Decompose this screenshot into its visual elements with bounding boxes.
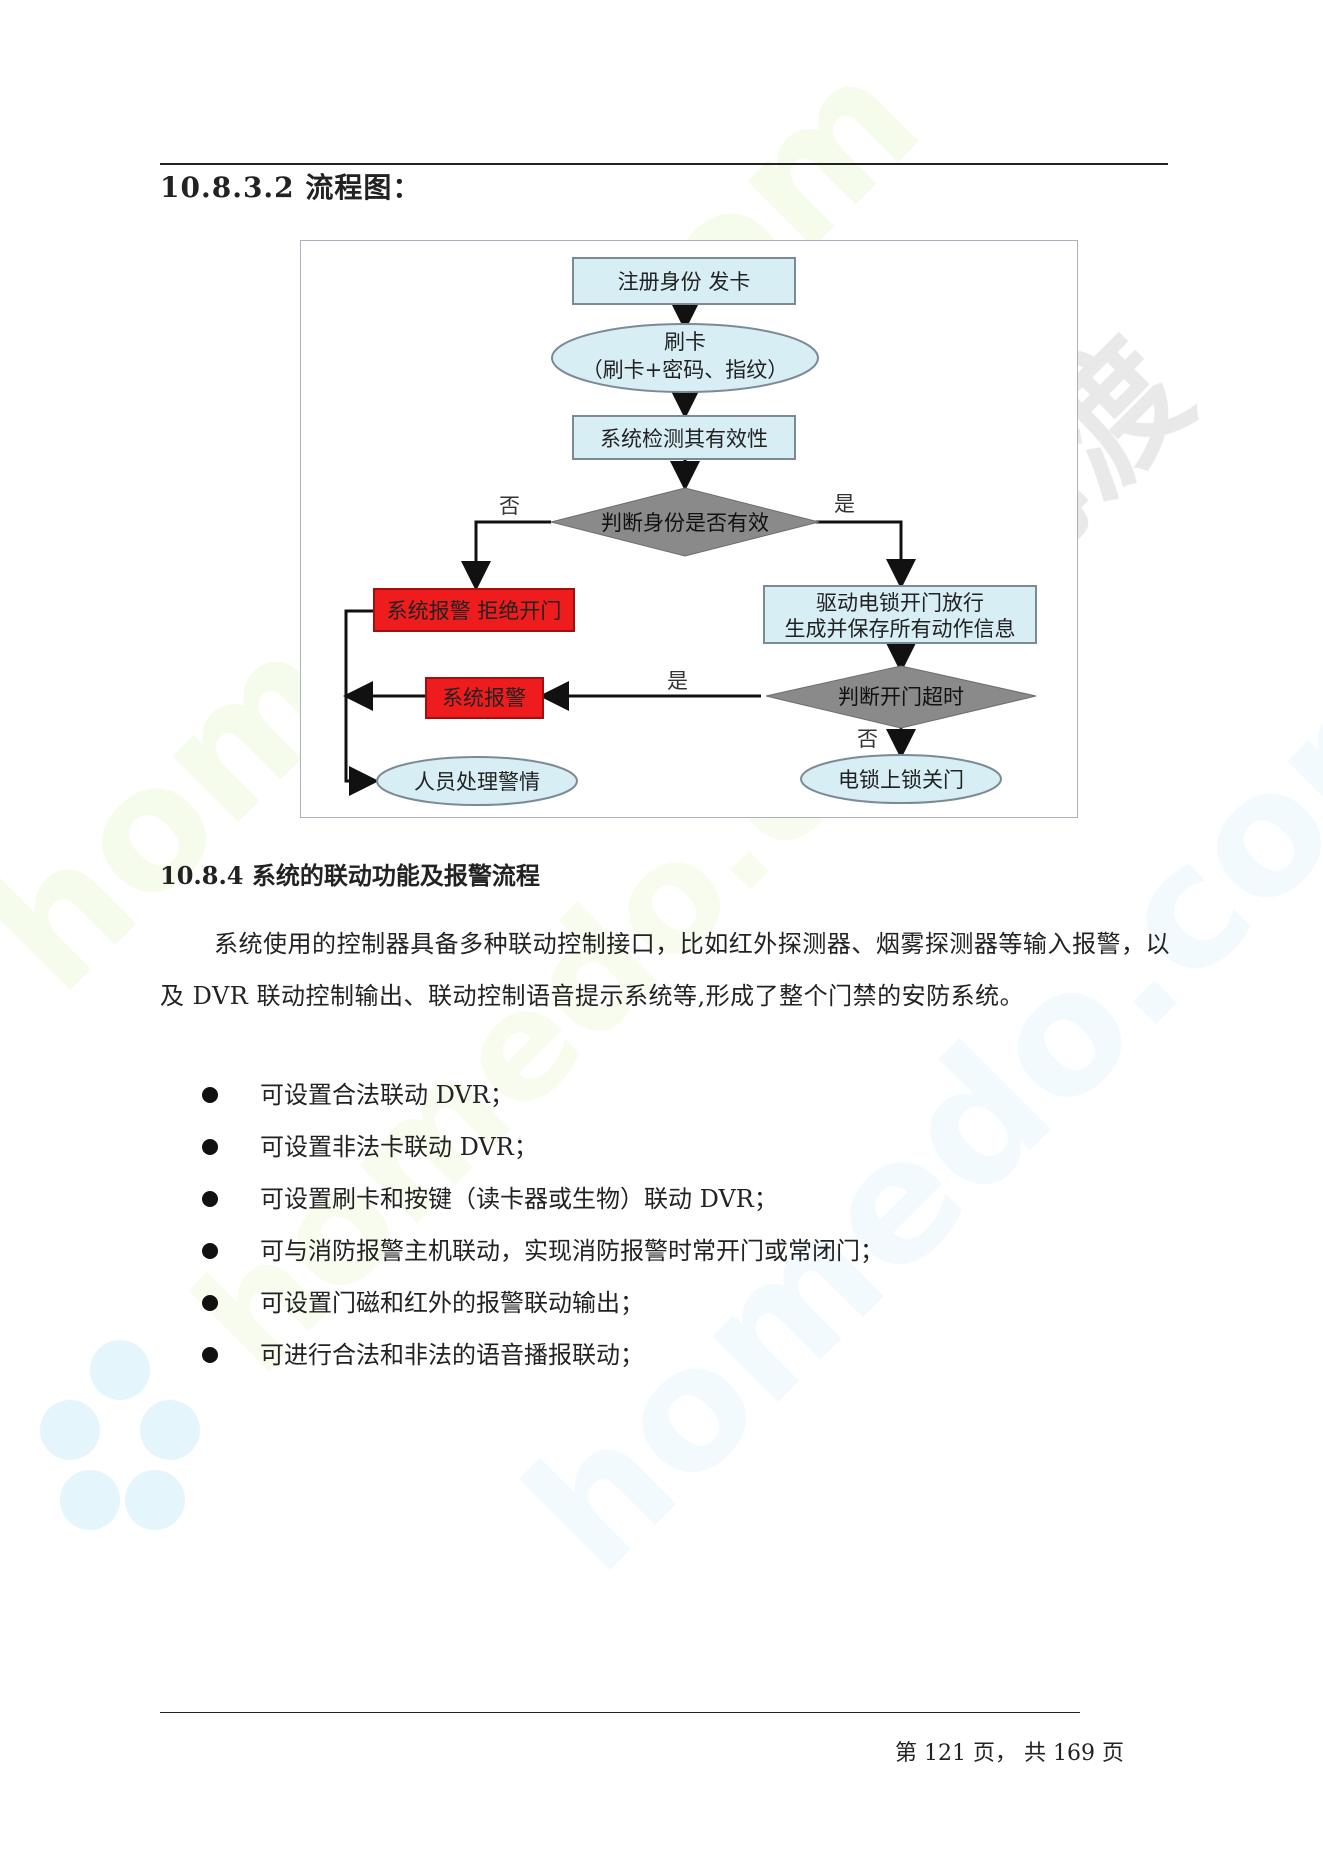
swipe-ellipse [551, 323, 819, 393]
list-item: 可与消防报警主机联动，实现消防报警时常开门或常闭门； [160, 1225, 1160, 1277]
yes-label-2: 是 [667, 669, 688, 693]
staff-handle-label: 人员处理警情 [414, 770, 540, 794]
alarm-label: 系统报警 [442, 686, 526, 710]
no-label-2: 否 [857, 727, 878, 751]
page-number: 第 121 页， 共 169 页 [895, 1741, 1124, 1766]
judge-timeout-label: 判断开门超时 [838, 685, 964, 709]
check-box [572, 415, 796, 460]
register-box [572, 257, 796, 305]
bullet-icon [202, 1087, 218, 1103]
list-item: 可设置合法联动 DVR； [160, 1069, 1160, 1121]
drive-label-2: 生成并保存所有动作信息 [785, 617, 1016, 641]
yes-label-1: 是 [834, 492, 855, 516]
connector-judge-yes [781, 520, 916, 589]
feature-list: 可设置合法联动 DVR； 可设置非法卡联动 DVR； 可设置刷卡和按键（读卡器或… [160, 1069, 1160, 1381]
staff-handle-ellipse [376, 756, 578, 806]
alarm-box [425, 677, 544, 719]
bullet-icon [202, 1243, 218, 1259]
list-item-text: 可进行合法和非法的语音播报联动； [260, 1341, 644, 1369]
list-item: 可设置刷卡和按键（读卡器或生物）联动 DVR； [160, 1173, 1160, 1225]
footer-rule [160, 1712, 1080, 1713]
flowchart: 注册身份 发卡 刷卡 （刷卡+密码、指纹） 系统检测其有效性 判断身份是否有效 … [343, 257, 1037, 806]
list-item-text: 可设置门磁和红外的报警联动输出； [260, 1289, 644, 1317]
header-rule [160, 163, 1168, 165]
swipe-label-1: 刷卡 [664, 330, 706, 354]
list-item: 可设置非法卡联动 DVR； [160, 1121, 1160, 1173]
drive-label-1: 驱动电锁开门放行 [816, 591, 984, 615]
drive-box [763, 585, 1037, 644]
list-item: 可进行合法和非法的语音播报联动； [160, 1329, 1160, 1381]
bullet-icon [202, 1139, 218, 1155]
check-label: 系统检测其有效性 [600, 427, 768, 451]
swipe-label-2: （刷卡+密码、指纹） [582, 358, 789, 382]
no-label-1: 否 [499, 494, 520, 518]
list-item-text: 可设置合法联动 DVR； [260, 1081, 514, 1109]
bullet-icon [202, 1191, 218, 1207]
bullet-icon [202, 1295, 218, 1311]
flowchart-heading: 10.8.3.2 流程图： [160, 171, 422, 204]
section-heading: 10.8.4 系统的联动功能及报警流程 [160, 861, 540, 890]
lock-close-ellipse [800, 754, 1002, 804]
alarm-reject-label: 系统报警 拒绝开门 [387, 599, 562, 623]
connector-judge-no [461, 520, 551, 591]
section-paragraph: 系统使用的控制器具备多种联动控制接口，比如红外探测器、烟雾探测器等输入报警，以及… [160, 930, 1170, 1010]
register-label: 注册身份 发卡 [618, 270, 751, 294]
list-item-text: 可与消防报警主机联动，实现消防报警时常开门或常闭门； [260, 1237, 884, 1265]
judge-identity-diamond [550, 487, 820, 557]
list-item-text: 可设置刷卡和按键（读卡器或生物）联动 DVR； [260, 1185, 778, 1213]
bullet-icon [202, 1347, 218, 1363]
lock-close-label: 电锁上锁关门 [838, 768, 964, 792]
list-item-text: 可设置非法卡联动 DVR； [260, 1133, 538, 1161]
judge-identity-label: 判断身份是否有效 [601, 511, 769, 535]
alarm-reject-box [373, 588, 575, 632]
judge-timeout-diamond [765, 665, 1037, 729]
list-item: 可设置门磁和红外的报警联动输出； [160, 1277, 1160, 1329]
flowchart-figure: 注册身份 发卡 刷卡 （刷卡+密码、指纹） 系统检测其有效性 判断身份是否有效 … [300, 240, 1078, 818]
